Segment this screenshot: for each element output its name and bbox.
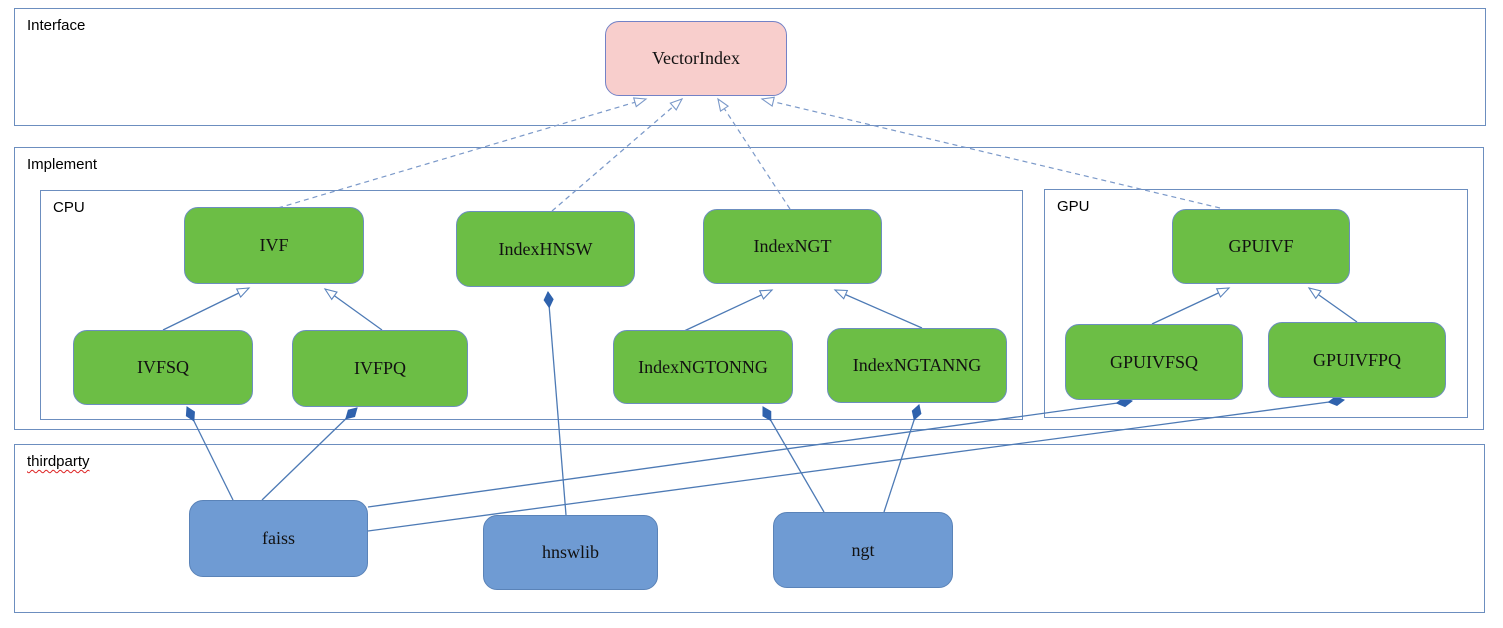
node-ivf[interactable]: IVF: [184, 207, 364, 284]
node-ivfpq[interactable]: IVFPQ: [292, 330, 468, 407]
edge-hnswlib-indexhnsw[interactable]: [543, 291, 567, 516]
node-ivf-label: IVF: [259, 235, 289, 255]
container-thirdparty[interactable]: thirdparty: [14, 444, 1485, 613]
edge-ivfpq-ivf[interactable]: [323, 288, 383, 331]
node-indexngtanng[interactable]: IndexNGTANNG: [827, 328, 1007, 403]
edge-indexngt-vectorindex[interactable]: [717, 97, 791, 210]
node-ngt[interactable]: ngt: [773, 512, 953, 588]
container-implement-label: Implement: [27, 156, 98, 173]
edge-ngt-indexngtanng[interactable]: [883, 404, 922, 513]
node-vectorindex-label: VectorIndex: [652, 48, 740, 68]
node-gpuivfsq-label: GPUIVFSQ: [1109, 351, 1199, 372]
node-indexngt[interactable]: IndexNGT: [703, 209, 882, 284]
edge-gpuivf-vectorindex[interactable]: [760, 96, 1221, 209]
edge-faiss-gpuivfpq[interactable]: [367, 395, 1345, 532]
container-cpu[interactable]: CPU: [40, 190, 1023, 420]
node-ivfpq-label: IVFPQ: [353, 358, 406, 378]
node-ivfsq[interactable]: IVFSQ: [73, 330, 253, 405]
edge-ivfsq-ivf[interactable]: [162, 287, 251, 331]
edge-gpuivfpq-gpuivf[interactable]: [1307, 287, 1358, 323]
node-indexngt-label: IndexNGT: [753, 236, 832, 256]
node-faiss-label: faiss: [262, 528, 295, 548]
edge-indexngtanng-indexngt[interactable]: [833, 289, 923, 329]
node-hnswlib-label: hnswlib: [541, 542, 599, 562]
edge-faiss-ivfpq[interactable]: [261, 407, 358, 501]
node-indexngtanng-label: IndexNGTANNG: [852, 355, 982, 375]
edge-ivf-vectorindex[interactable]: [277, 97, 648, 209]
container-implement[interactable]: Implement: [14, 147, 1484, 430]
node-faiss[interactable]: faiss: [189, 500, 368, 577]
edge-faiss-ivfsq[interactable]: [185, 406, 234, 501]
container-cpu-label: CPU: [53, 199, 85, 216]
container-gpu-label: GPU: [1057, 198, 1090, 215]
node-indexhnsw-label: IndexHNSW: [498, 238, 593, 259]
node-gpuivf[interactable]: GPUIVF: [1172, 209, 1350, 284]
container-interface-label: Interface: [27, 17, 86, 34]
edge-indexngtonng-indexngt[interactable]: [681, 289, 774, 333]
node-ngt-label: ngt: [851, 539, 875, 560]
node-hnswlib[interactable]: hnswlib: [483, 515, 658, 590]
node-gpuivfsq[interactable]: GPUIVFSQ: [1065, 324, 1243, 400]
node-gpuivf-label: GPUIVF: [1228, 236, 1294, 256]
node-indexngtonng[interactable]: IndexNGTONNG: [613, 330, 793, 404]
node-ivfsq-label: IVFSQ: [136, 357, 189, 377]
edge-gpuivfsq-gpuivf[interactable]: [1151, 287, 1231, 325]
edge-ngt-indexngtonng[interactable]: [762, 406, 825, 513]
container-interface[interactable]: Interface: [14, 8, 1486, 126]
container-thirdparty-label: thirdparty: [27, 453, 90, 470]
node-indexngtonng-label: IndexNGTONNG: [638, 356, 768, 377]
node-vectorindex[interactable]: VectorIndex: [605, 21, 787, 96]
node-gpuivfpq[interactable]: GPUIVFPQ: [1268, 322, 1446, 398]
container-gpu[interactable]: GPU: [1044, 189, 1468, 418]
edge-faiss-gpuivfsq[interactable]: [367, 397, 1133, 508]
node-gpuivfpq-label: GPUIVFPQ: [1312, 349, 1402, 370]
node-indexhnsw[interactable]: IndexHNSW: [456, 211, 635, 287]
edge-indexhnsw-vectorindex[interactable]: [551, 98, 684, 212]
